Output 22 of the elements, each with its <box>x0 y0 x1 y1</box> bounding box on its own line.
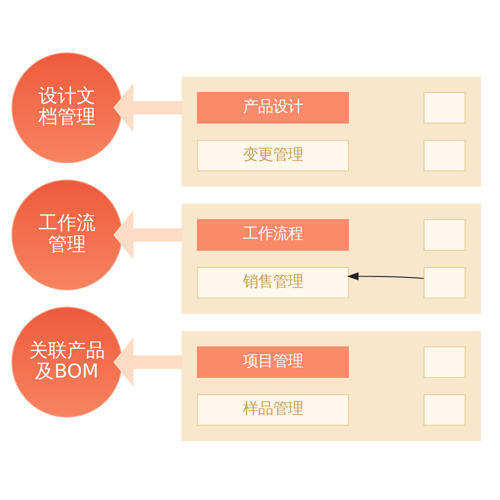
node-circle: 设计文档管理 <box>11 52 122 163</box>
arrow <box>113 210 182 260</box>
arrow <box>347 272 424 280</box>
cluster <box>182 203 481 314</box>
node-box: 产品设计 <box>196 92 349 124</box>
cluster <box>182 76 481 186</box>
node-box <box>424 218 466 250</box>
node-box: 样品管理 <box>196 394 349 426</box>
node-box: 销售管理 <box>196 266 349 298</box>
arrow <box>113 336 182 386</box>
cluster <box>182 330 481 440</box>
node-box: 变更管理 <box>196 139 349 171</box>
node-box <box>424 394 466 426</box>
node-box: 项目管理 <box>196 346 349 378</box>
node-box <box>424 346 466 378</box>
node-circle: 关联产品及BOM <box>11 306 122 418</box>
node-box <box>424 92 466 124</box>
node-circle: 工作流管理 <box>11 179 122 290</box>
node-box <box>424 139 466 171</box>
arrow <box>113 82 182 132</box>
node-box <box>424 266 466 298</box>
node-box: 工作流程 <box>196 218 349 250</box>
